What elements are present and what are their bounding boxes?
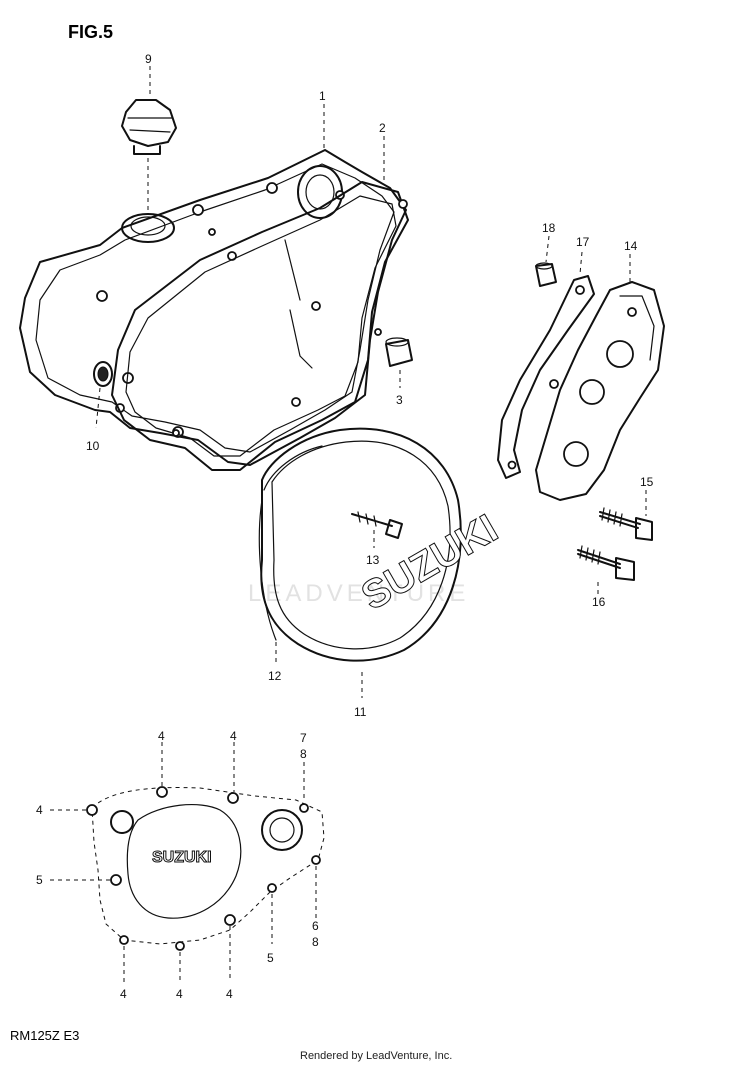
clutch-cover-part-1 bbox=[19, 149, 407, 466]
outer-cover-brand: SUZUKI bbox=[152, 849, 212, 866]
callout-13: 13 bbox=[366, 553, 380, 567]
dowel-pin-part-3 bbox=[385, 337, 413, 388]
callout-labels: 9 1 2 3 10 18 17 14 15 13 16 12 11 4 4 7… bbox=[36, 52, 654, 1001]
footer-credit: Rendered by LeadVenture, Inc. bbox=[300, 1050, 452, 1062]
figure-title: FIG.5 bbox=[68, 22, 113, 42]
upper-leaders bbox=[149, 66, 647, 594]
callout-9: 9 bbox=[145, 52, 152, 66]
callout-4-bottom-left: 4 bbox=[120, 987, 127, 1001]
oil-filler-cap-part-9 bbox=[121, 99, 177, 210]
callout-10: 10 bbox=[86, 439, 100, 453]
oring-part-10 bbox=[93, 361, 113, 429]
bolt-part-15 bbox=[599, 507, 653, 541]
callout-17: 17 bbox=[576, 235, 590, 249]
callout-11: 11 bbox=[354, 705, 367, 719]
callout-2: 2 bbox=[379, 121, 386, 135]
callout-8-top: 8 bbox=[300, 747, 307, 761]
callout-1: 1 bbox=[319, 89, 326, 103]
outer-engine-cover: SUZUKI bbox=[86, 786, 325, 951]
magneto-gasket-part-12 bbox=[258, 445, 323, 665]
bolt-part-16 bbox=[577, 545, 635, 581]
gasket-part-2 bbox=[111, 181, 409, 471]
callout-18: 18 bbox=[542, 221, 556, 235]
magneto-cover-part-11: SUZUKI bbox=[260, 427, 506, 698]
outer-cover-leaders bbox=[50, 742, 317, 982]
callout-4-top-left: 4 bbox=[158, 729, 165, 743]
callout-16: 16 bbox=[592, 595, 606, 609]
callout-15: 15 bbox=[640, 475, 654, 489]
model-code: RM125Z E3 bbox=[10, 1028, 79, 1043]
callout-4-bottom-mid: 4 bbox=[176, 987, 183, 1001]
callout-6: 6 bbox=[312, 919, 319, 933]
callout-4-top-right: 4 bbox=[230, 729, 237, 743]
callout-3: 3 bbox=[396, 393, 403, 407]
watermark: LEADVENTURE bbox=[248, 580, 469, 607]
callout-4-bottom-right: 4 bbox=[226, 987, 233, 1001]
callout-5-bottom: 5 bbox=[267, 951, 274, 965]
callout-12: 12 bbox=[268, 669, 282, 683]
chain-guide-part-17 bbox=[497, 275, 595, 479]
callout-5-left: 5 bbox=[36, 873, 43, 887]
collar-part-18 bbox=[535, 262, 557, 287]
callout-7: 7 bbox=[300, 731, 307, 745]
callout-14: 14 bbox=[624, 239, 638, 253]
callout-4-left: 4 bbox=[36, 803, 43, 817]
callout-8-bottom: 8 bbox=[312, 935, 319, 949]
chain-guide-plate-part-14 bbox=[535, 281, 665, 501]
screw-part-13 bbox=[351, 511, 403, 548]
